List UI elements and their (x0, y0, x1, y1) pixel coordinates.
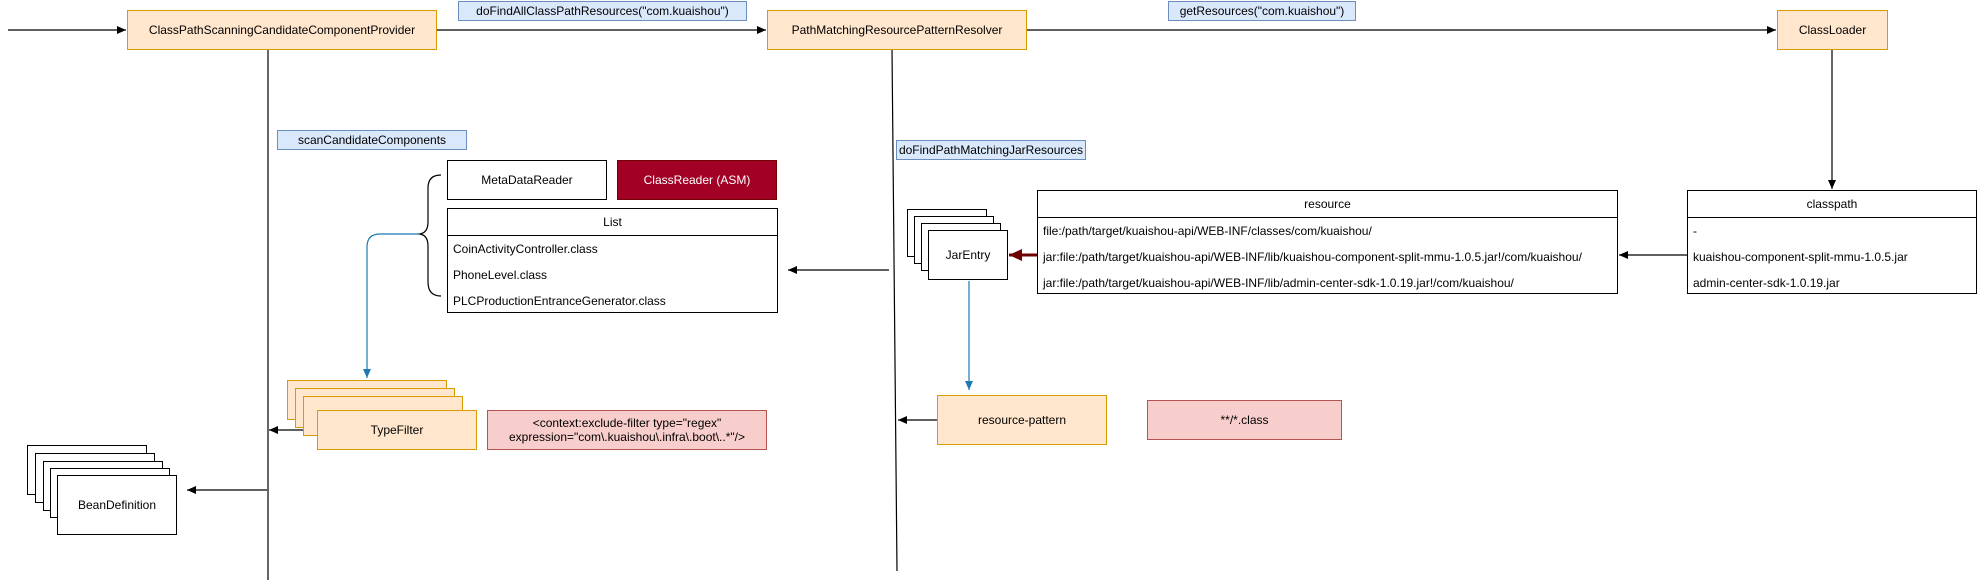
class-reader-node: ClassReader (ASM) (617, 160, 777, 200)
list-table: List CoinActivityController.class PhoneL… (447, 208, 778, 313)
resource-table-row: jar:file:/path/target/kuaishou-api/WEB-I… (1043, 276, 1514, 290)
do-find-jar-label: doFindPathMatchingJarResources (896, 140, 1086, 160)
resource-table: resource file:/path/target/kuaishou-api/… (1037, 190, 1618, 294)
exclude-filter-label: <context:exclude-filter type="regex" exp… (509, 416, 745, 444)
get-resources-label: getResources("com.kuaishou") (1168, 1, 1356, 21)
classpath-table-row: kuaishou-component-split-mmu-1.0.5.jar (1693, 250, 1908, 264)
exclude-filter-node: <context:exclude-filter type="regex" exp… (487, 410, 767, 450)
do-find-all-text: doFindAllClassPathResources("com.kuaisho… (476, 4, 729, 18)
list-to-typefilter-arrow (363, 233, 420, 378)
classpath-table: classpath - kuaishou-component-split-mmu… (1687, 190, 1977, 294)
jarentry-label: JarEntry (945, 248, 991, 262)
get-resources-text: getResources("com.kuaishou") (1179, 4, 1345, 18)
metadata-reader-node: MetaDataReader (447, 160, 607, 200)
scanning-provider-node: ClassPathScanningCandidateComponentProvi… (127, 10, 437, 50)
do-find-all-label: doFindAllClassPathResources("com.kuaisho… (458, 1, 747, 21)
typefilter-label: TypeFilter (370, 423, 424, 437)
typefilter-node: TypeFilter (317, 410, 477, 450)
resource-pattern-label: resource-pattern (977, 413, 1067, 427)
class-reader-label: ClassReader (ASM) (643, 173, 751, 187)
scan-candidates-label: scanCandidateComponents (277, 130, 467, 150)
resource-table-title: resource (1038, 191, 1617, 218)
resolver-label: PathMatchingResourcePatternResolver (791, 23, 1003, 37)
resource-table-row: file:/path/target/kuaishou-api/WEB-INF/c… (1043, 224, 1372, 238)
classpath-table-row: admin-center-sdk-1.0.19.jar (1693, 276, 1840, 290)
class-glob-node: **/*.class (1147, 400, 1342, 440)
beandefinition-node: BeanDefinition (57, 475, 177, 535)
list-table-row: PLCProductionEntranceGenerator.class (453, 294, 666, 308)
list-table-row: PhoneLevel.class (453, 268, 548, 282)
resource-table-row: jar:file:/path/target/kuaishou-api/WEB-I… (1043, 250, 1582, 264)
resolver-node: PathMatchingResourcePatternResolver (767, 10, 1027, 50)
scan-candidates-text: scanCandidateComponents (297, 133, 447, 147)
beandefinition-label: BeanDefinition (77, 498, 157, 512)
classloader-node: ClassLoader (1777, 10, 1888, 50)
do-find-jar-text: doFindPathMatchingJarResources (898, 143, 1084, 157)
scanning-provider-label: ClassPathScanningCandidateComponentProvi… (148, 23, 416, 37)
resolver-lifeline (891, 48, 898, 572)
classloader-label: ClassLoader (1798, 23, 1867, 37)
classpath-table-row: - (1693, 224, 1697, 238)
resource-pattern-node: resource-pattern (937, 395, 1107, 445)
list-bracket (417, 174, 442, 297)
list-table-title: List (448, 209, 777, 236)
classpath-table-title: classpath (1688, 191, 1976, 218)
jarentry-node: JarEntry (928, 230, 1008, 280)
metadata-reader-label: MetaDataReader (481, 173, 573, 187)
list-table-row: CoinActivityController.class (453, 242, 598, 256)
class-glob-label: **/*.class (1220, 413, 1269, 427)
